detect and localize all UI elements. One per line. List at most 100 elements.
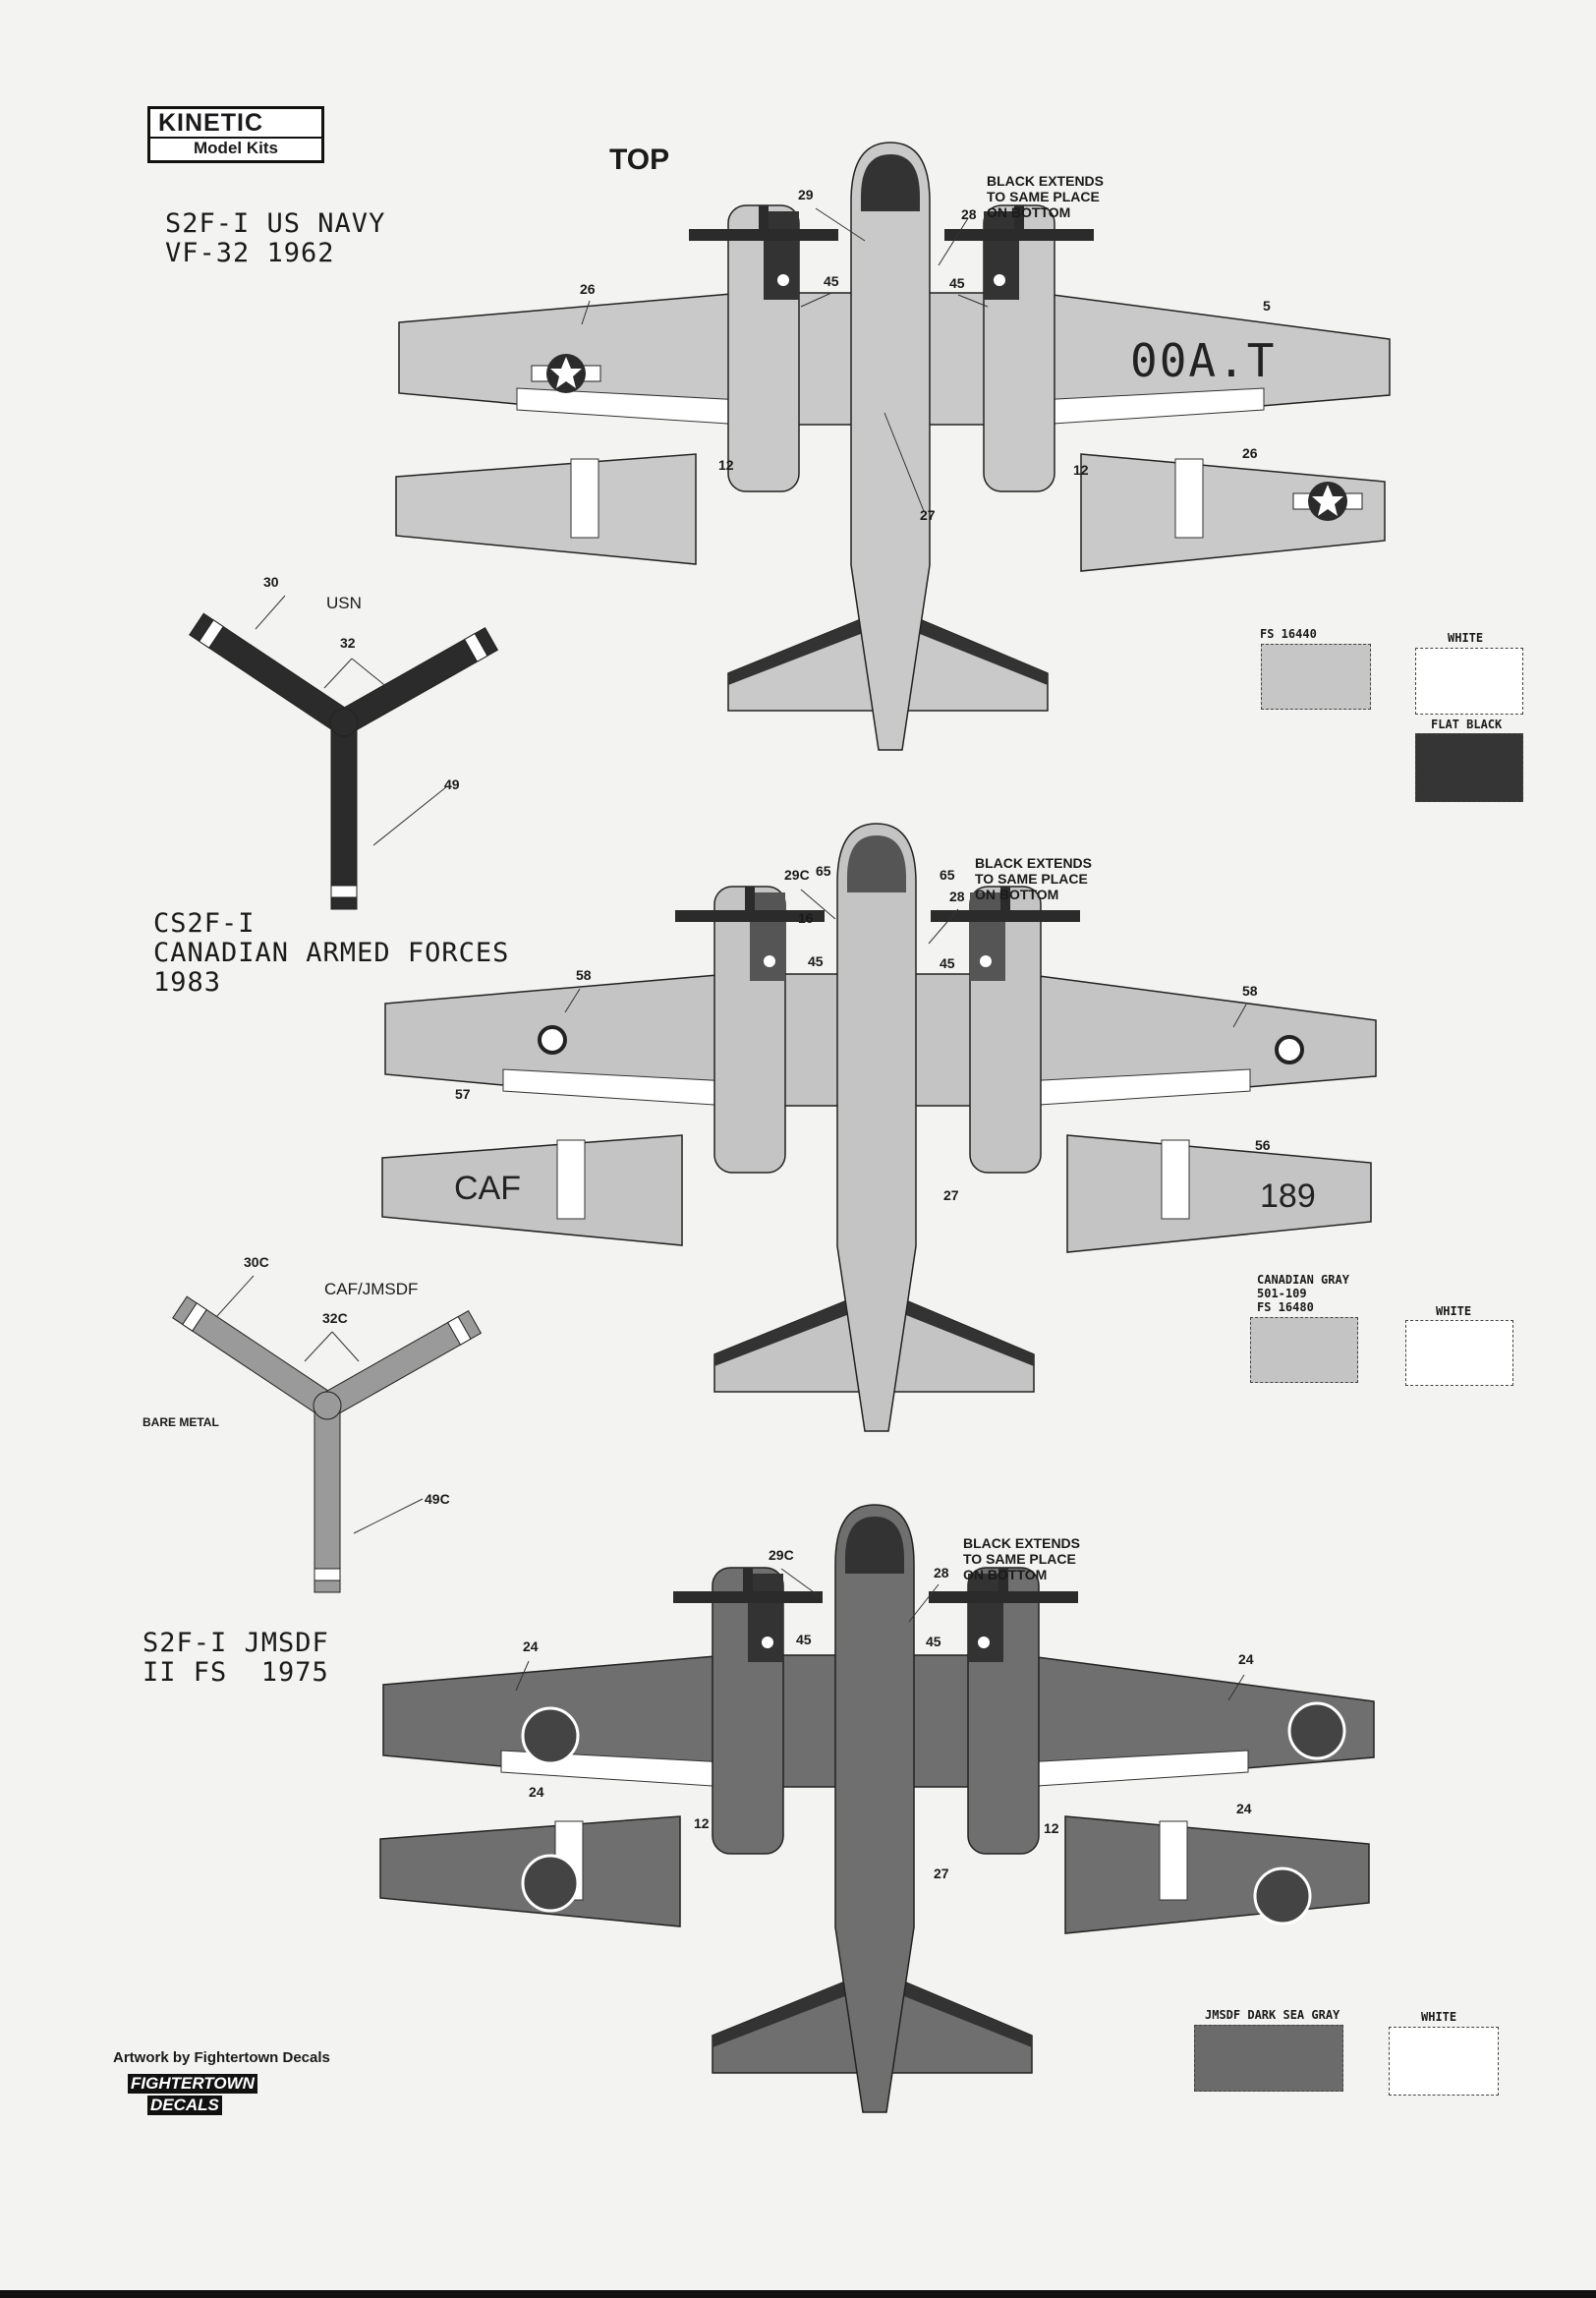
swatch-flat-black [1415, 733, 1523, 802]
prop-label-bare-metal: BARE METAL [142, 1415, 219, 1429]
tail-code-marking: 00A.T [1130, 334, 1277, 387]
callout: 45 [796, 1632, 812, 1647]
weapon-tubes-left [556, 1139, 586, 1220]
exhaust-stain [750, 892, 785, 981]
callout: 12 [1073, 462, 1089, 478]
swatch-white [1405, 1320, 1513, 1386]
note-black-extends: BLACK EXTENDS TO SAME PLACE ON BOTTOM [987, 173, 1105, 220]
callout: 27 [943, 1187, 959, 1203]
anti-glare-panel [847, 835, 906, 892]
callout: 27 [920, 507, 936, 523]
callout: 5 [1263, 298, 1271, 314]
swatch-canadian-gray [1250, 1317, 1358, 1383]
exhaust-stain [984, 211, 1019, 300]
callout: 29C [784, 867, 810, 883]
folded-wing-right [1080, 453, 1386, 572]
scan-edge [0, 2290, 1596, 2298]
swatch-fs16440 [1261, 644, 1371, 710]
propeller-blade-vertical [1000, 887, 1010, 916]
prop-label-caf-jmsdf: CAF/JMSDF [324, 1280, 419, 1298]
propeller-caf-jmsdf [172, 1295, 483, 1593]
propeller-blade-vertical [745, 887, 755, 916]
callout-45-marker [978, 1637, 990, 1648]
wing-code-caf: CAF [454, 1170, 521, 1207]
folded-wing-right [1066, 1134, 1372, 1253]
callout-45-marker [762, 1637, 773, 1648]
callout: 45 [926, 1634, 941, 1649]
view-label: TOP [609, 144, 670, 176]
folded-wing-left [395, 453, 697, 565]
weapon-tubes-right [1174, 458, 1204, 539]
callout: 24 [529, 1784, 544, 1800]
hinomaru-roundel [1253, 1867, 1312, 1925]
canadian-roundel [1275, 1035, 1304, 1064]
blade-tip-stripe [464, 632, 488, 662]
callout: 45 [824, 273, 839, 289]
us-star [550, 357, 582, 388]
propeller-blade [172, 1295, 335, 1417]
propeller-blade-vertical [1014, 205, 1024, 235]
callout: 65 [816, 863, 831, 879]
blade-tip-stripe [182, 1302, 207, 1332]
exhaust-stain [764, 211, 799, 300]
prop-callout: 49C [425, 1491, 450, 1507]
callout: 28 [961, 206, 977, 222]
propeller-blade [319, 1310, 483, 1417]
folded-wing-left [381, 1134, 683, 1246]
swatch-white [1389, 2027, 1499, 2096]
scheme-title-caf: CS2F-I CANADIAN ARMED FORCES 1983 [153, 908, 510, 998]
fuselage [834, 1504, 915, 2113]
hinomaru-roundel [521, 1706, 580, 1765]
weapon-tubes-right [1159, 1820, 1188, 1901]
logo-text: FIGHTERTOWN [128, 2074, 257, 2094]
blade [314, 1405, 341, 1593]
callout: 28 [934, 1565, 949, 1580]
callout: 16 [798, 910, 814, 926]
folded-wing-right [1064, 1815, 1370, 1934]
swatch-white [1415, 648, 1523, 715]
swatch-jmsdf-dark-sea-gray [1194, 2025, 1343, 2092]
us-star [1312, 485, 1343, 516]
callout: 45 [940, 955, 955, 971]
scheme-title-usn: S2F-I US NAVY VF-32 1962 [165, 208, 386, 268]
blade [330, 721, 358, 910]
exhaust-stain [970, 892, 1005, 981]
callout: 29 [798, 187, 814, 202]
callout: 58 [576, 967, 592, 983]
aircraft-top-view-usn [395, 142, 1391, 751]
prop-callout: 30C [244, 1254, 269, 1270]
callout: 12 [694, 1815, 710, 1831]
callout: 26 [1242, 445, 1258, 461]
exhaust-stain [748, 1574, 783, 1662]
artwork-credit: Artwork by Fightertown Decals [113, 2049, 330, 2066]
callout-45-marker [777, 274, 789, 286]
hinomaru-roundel [1287, 1701, 1346, 1760]
swatch-label: JMSDF DARK SEA GRAY [1205, 2008, 1340, 2022]
scheme-title-jmsdf: S2F-I JMSDF II FS 1975 [142, 1628, 329, 1688]
propeller-blade-vertical [998, 1568, 1008, 1597]
swatch-label: FLAT BLACK [1431, 718, 1503, 731]
callout: 56 [1255, 1137, 1271, 1153]
propeller-blade [330, 721, 358, 910]
callout-45-marker [994, 274, 1005, 286]
swatch-label: WHITE [1421, 2010, 1457, 2024]
callout: 12 [718, 457, 734, 473]
callout-45-marker [764, 955, 775, 967]
propeller-hub [329, 708, 359, 737]
callout: 26 [580, 281, 596, 297]
note-black-extends: BLACK EXTENDS TO SAME PLACE ON BOTTOM [963, 1535, 1081, 1582]
blade-tip-stripe [314, 1568, 341, 1581]
callout: 24 [523, 1638, 539, 1654]
kinetic-logo: KINETIC Model Kits [147, 106, 324, 163]
callout: 45 [949, 275, 965, 291]
propeller-usn [189, 612, 499, 910]
propeller-blade-vertical [743, 1568, 753, 1597]
callout: 29C [769, 1547, 794, 1563]
callout-leader-lines [215, 207, 1247, 1701]
note-black-extends: BLACK EXTENDS TO SAME PLACE ON BOTTOM [975, 855, 1093, 902]
propeller-blade [336, 627, 499, 734]
callout: 27 [934, 1866, 949, 1881]
anti-glare-panel [845, 1517, 904, 1574]
callout: 57 [455, 1086, 471, 1102]
swatch-label: FS 16440 [1260, 627, 1317, 641]
